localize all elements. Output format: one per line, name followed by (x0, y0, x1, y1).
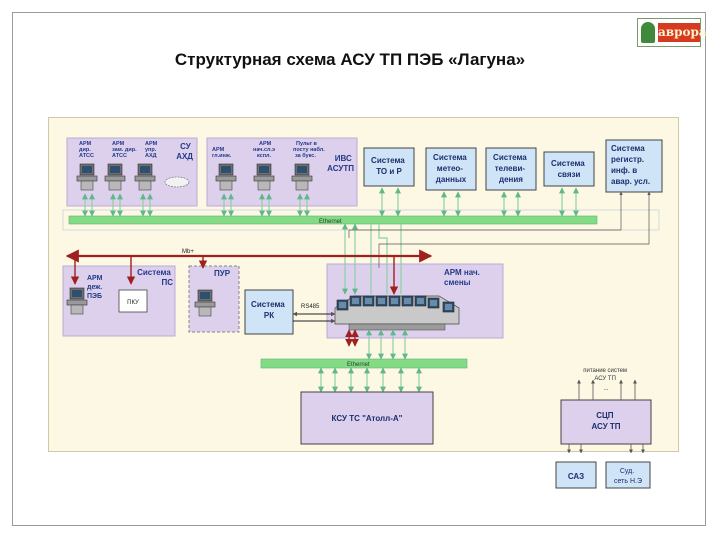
svg-text:Система метео- дан: Система метео- данных (433, 153, 469, 184)
mbplus-label: Mb+ (182, 249, 194, 255)
svg-text:Система связи: Система связи (551, 159, 587, 179)
ethernet-bus-top: Ethernet (68, 215, 598, 225)
svg-text:КСУ ТС "Атолл-А": КСУ ТС "Атолл-А" (332, 414, 403, 423)
ethernet-bus-bottom: Ethernet (260, 358, 468, 369)
box-ksu-ts: КСУ ТС "Атолл-А" (300, 391, 434, 445)
ivs-asutp-line2: АСУТП (327, 164, 354, 173)
box-sistema-registr: Система регистр. инф. в авар. усл. (605, 139, 663, 193)
svg-text:Система ТО и Р: Система ТО и Р (371, 156, 407, 176)
box-sistema-svyazi: Система связи (543, 151, 595, 187)
svg-text:Система РК: Система РК (251, 300, 287, 320)
sistema-ps-line1: Система (137, 268, 171, 277)
box-pku: ПКУ (118, 289, 148, 313)
rs485-label: RS485 (301, 304, 320, 310)
slide-title: Структурная схема АСУ ТП ПЭБ «Лагуна» (174, 50, 526, 69)
svg-text:Система ПС: Система ПС (137, 268, 173, 287)
svg-text:ИВС АСУТП: ИВС АСУТП (327, 154, 354, 173)
box-sistema-to-ir: Система ТО и Р (363, 147, 415, 187)
ivs-asutp-line1: ИВС (335, 154, 352, 163)
su-ahd-line1: СУ (180, 142, 192, 151)
ethernet-top-label: Ethernet (319, 219, 342, 225)
su-ahd-line2: АХД (176, 152, 193, 161)
rs485-link: RS485 (292, 304, 336, 324)
arm-nach-sl-expl-label: АРМ нач.сл.э кспл. (253, 141, 277, 159)
scp-power-links (577, 379, 637, 400)
mbplus-bus: Mb+ (65, 249, 433, 295)
printer-icon (164, 176, 190, 188)
arm-zam-dir-atss-label: АРМ зам. дир. АТСС (112, 141, 138, 159)
svg-text:Система телеви- де: Система телеви- дения (493, 153, 529, 184)
logo-emblem (641, 22, 655, 43)
ethernet-bottom-links (318, 329, 422, 393)
arm-dezh-peb-label: АРМ деж. ПЭБ (87, 275, 104, 300)
diagram-canvas: СУ АХД ИВС АСУТП Система ПС ПУР АРМ нач.… (62, 137, 663, 454)
logo-wordmark: аврора (658, 23, 707, 42)
control-console-icon (334, 295, 460, 331)
pur-label: ПУР (214, 269, 231, 278)
structure-diagram: СУ АХД ИВС АСУТП Система ПС ПУР АРМ нач.… (48, 117, 679, 454)
arm-gl-inzh-label: АРМ гл.инж. (212, 147, 232, 159)
console-red-links (345, 329, 359, 347)
box-scp-asutp: СЦП АСУ ТП (560, 399, 652, 445)
svg-text:ПКУ: ПКУ (127, 300, 139, 306)
pult-posta-nabl-label: Пульт в посту набл. за букс. (293, 141, 326, 159)
box-sistema-meteo: Система метео- данных (425, 147, 477, 191)
svg-text:Система регистр. и: Система регистр. инф. в авар. усл. (611, 144, 650, 186)
aurora-logo: аврора (637, 18, 707, 47)
pitanie-label: питание систем АСУ ТП ... (583, 368, 628, 392)
group-pur: ПУР (188, 265, 240, 333)
arm-smeny-line2: смены (444, 278, 471, 287)
scp-bottom-links (567, 444, 645, 454)
svg-text:СЦП АСУ ТП: СЦП АСУ ТП (591, 411, 620, 431)
sistema-ps-line2: ПС (161, 278, 173, 287)
ethernet-bottom-label: Ethernet (347, 362, 370, 368)
box-sistema-televideniya: Система телеви- дения (485, 147, 537, 191)
box-sistema-rk: Система РК (244, 289, 294, 335)
slide-frame (12, 12, 706, 526)
svg-text:СУ АХД: СУ АХД (176, 142, 193, 161)
ethernet-top-links (82, 187, 579, 217)
arm-upr-ahd-label: АРМ упр. АХД (145, 141, 159, 159)
svg-text:АРМ нач. смены: АРМ нач. смены (444, 268, 482, 287)
arm-dir-atss-label: АРМ дир. АТСС (79, 141, 94, 159)
arm-smeny-line1: АРМ нач. (444, 268, 480, 277)
